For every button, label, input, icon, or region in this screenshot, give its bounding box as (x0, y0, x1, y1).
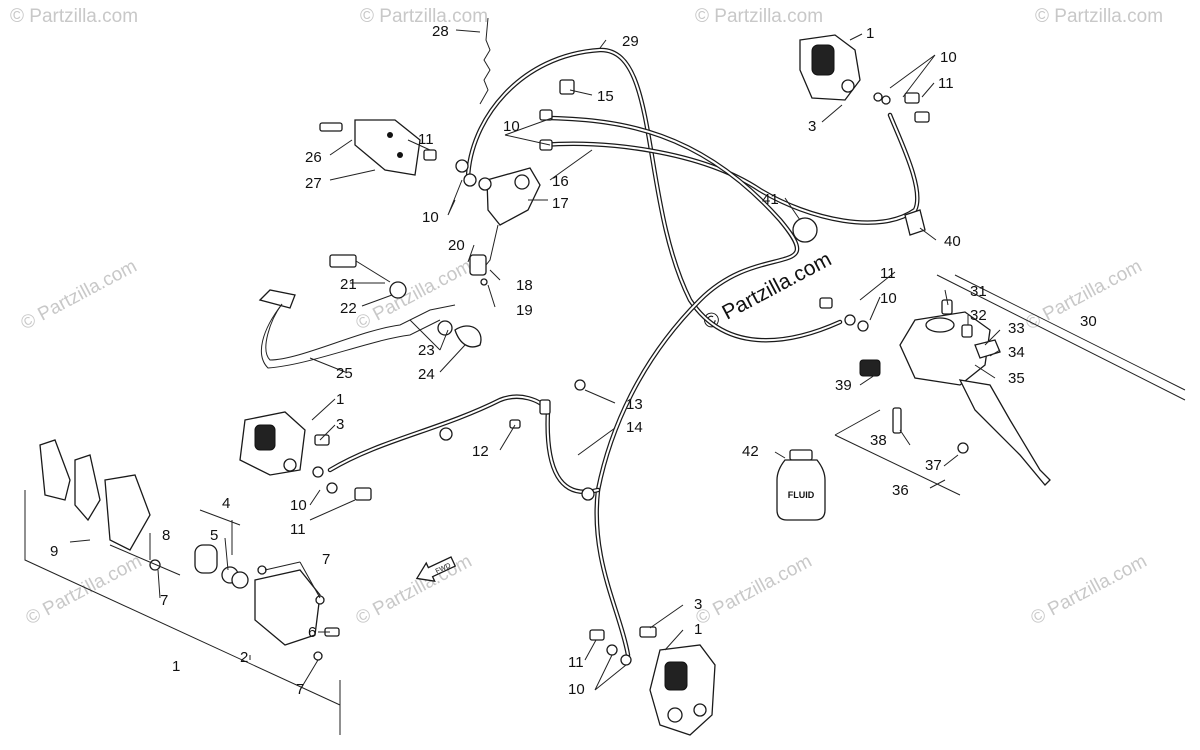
callout-33: 33 (1008, 320, 1025, 337)
callout-10-left: 10 (290, 497, 307, 514)
callout-38: 38 (870, 432, 887, 449)
bottle-label: FLUID (788, 490, 815, 500)
callout-29: 29 (622, 33, 639, 50)
callout-1-assembly: 1 (172, 658, 180, 675)
watermark-top-far-right: © Partzilla.com (1035, 6, 1163, 27)
caliper-mid-left (239, 411, 372, 501)
caliper-top-right (799, 34, 930, 123)
callout-10-mid: 10 (503, 118, 520, 135)
callout-7-bottom: 7 (296, 681, 304, 698)
hoses (327, 47, 920, 658)
callout-9: 9 (50, 543, 58, 560)
callout-11-bottom: 11 (568, 654, 584, 671)
watermark-bottom-right: © Partzilla.com (1027, 551, 1150, 630)
callout-39: 39 (835, 377, 852, 394)
callout-5: 5 (210, 527, 218, 544)
mounting-bracket (319, 119, 437, 176)
callout-11-top: 11 (938, 75, 954, 92)
callout-10-bottom: 10 (568, 681, 585, 698)
watermark-bottom-left: © Partzilla.com (22, 551, 145, 630)
callout-10-cyl: 10 (422, 209, 439, 226)
watermark-center: © Partzilla.com (700, 248, 836, 335)
retaining-ring (792, 217, 818, 243)
callout-40: 40 (944, 233, 961, 250)
hose-fittings (439, 379, 595, 501)
callout-28: 28 (432, 23, 449, 40)
callout-30: 30 (1080, 313, 1097, 330)
callout-13: 13 (626, 396, 643, 413)
watermarks: © Partzilla.com © Partzilla.com © Partzi… (10, 6, 1163, 629)
watermark-bottom-center: © Partzilla.com (352, 551, 475, 630)
rear-master-cylinder (455, 79, 575, 286)
callout-7-top: 7 (322, 551, 330, 568)
callout-17: 17 (552, 195, 569, 212)
callout-23: 23 (418, 342, 435, 359)
callout-31: 31 (970, 283, 987, 300)
callout-37: 37 (925, 457, 942, 474)
leader-lines (69, 29, 1001, 691)
callout-24: 24 (418, 366, 435, 383)
callout-22: 22 (340, 300, 357, 317)
callout-2: 2 (240, 649, 248, 666)
callout-12: 12 (472, 443, 489, 460)
callout-20: 20 (448, 237, 465, 254)
callout-19: 19 (516, 302, 533, 319)
callout-10-top: 10 (940, 49, 957, 66)
brake-fluid-bottle: FLUID (776, 449, 826, 521)
return-spring (479, 17, 491, 105)
callout-34: 34 (1008, 344, 1025, 361)
callout-6: 6 (308, 624, 316, 641)
callout-1-top: 1 (866, 25, 874, 42)
callout-21: 21 (340, 276, 357, 293)
callout-14: 14 (626, 419, 643, 436)
brake-pedal (258, 254, 482, 369)
callout-36: 36 (892, 482, 909, 499)
callout-18: 18 (516, 277, 533, 294)
callout-7-left: 7 (160, 592, 168, 609)
watermark-bottom-mid: © Partzilla.com (692, 551, 815, 630)
callout-41: 41 (762, 191, 779, 208)
callout-27: 27 (305, 175, 322, 192)
watermark-left: © Partzilla.com (17, 256, 140, 335)
callout-1-bottom: 1 (694, 621, 702, 638)
callout-15: 15 (597, 88, 614, 105)
watermark-top-right: © Partzilla.com (695, 6, 823, 27)
callouts: 28 29 15 1 10 11 3 10 11 26 27 10 16 17 … (50, 23, 1097, 698)
callout-3-bottom: 3 (694, 596, 702, 613)
callout-16: 16 (552, 173, 569, 190)
watermark-top-left: © Partzilla.com (10, 6, 138, 27)
hose-clip (904, 209, 926, 236)
callout-42: 42 (742, 443, 759, 460)
callout-32: 32 (970, 307, 987, 324)
callout-11-mid: 11 (418, 131, 434, 148)
callout-25: 25 (336, 365, 353, 382)
callout-11-left: 11 (290, 521, 306, 538)
callout-8: 8 (162, 527, 170, 544)
callout-35: 35 (1008, 370, 1025, 387)
callout-11-right: 11 (880, 265, 896, 282)
handlebar-master-cylinder (819, 274, 1186, 496)
caliper-bottom-center (589, 626, 716, 736)
watermark-top-mid: © Partzilla.com (360, 6, 488, 27)
callout-3-mid: 3 (336, 416, 344, 433)
callout-1-mid: 1 (336, 391, 344, 408)
callout-26: 26 (305, 149, 322, 166)
callout-10-right: 10 (880, 290, 897, 307)
callout-4: 4 (222, 495, 230, 512)
caliper-assembly-bottom-left (24, 439, 341, 735)
callout-3-top: 3 (808, 118, 816, 135)
watermark-center-left: © Partzilla.com (352, 256, 475, 335)
